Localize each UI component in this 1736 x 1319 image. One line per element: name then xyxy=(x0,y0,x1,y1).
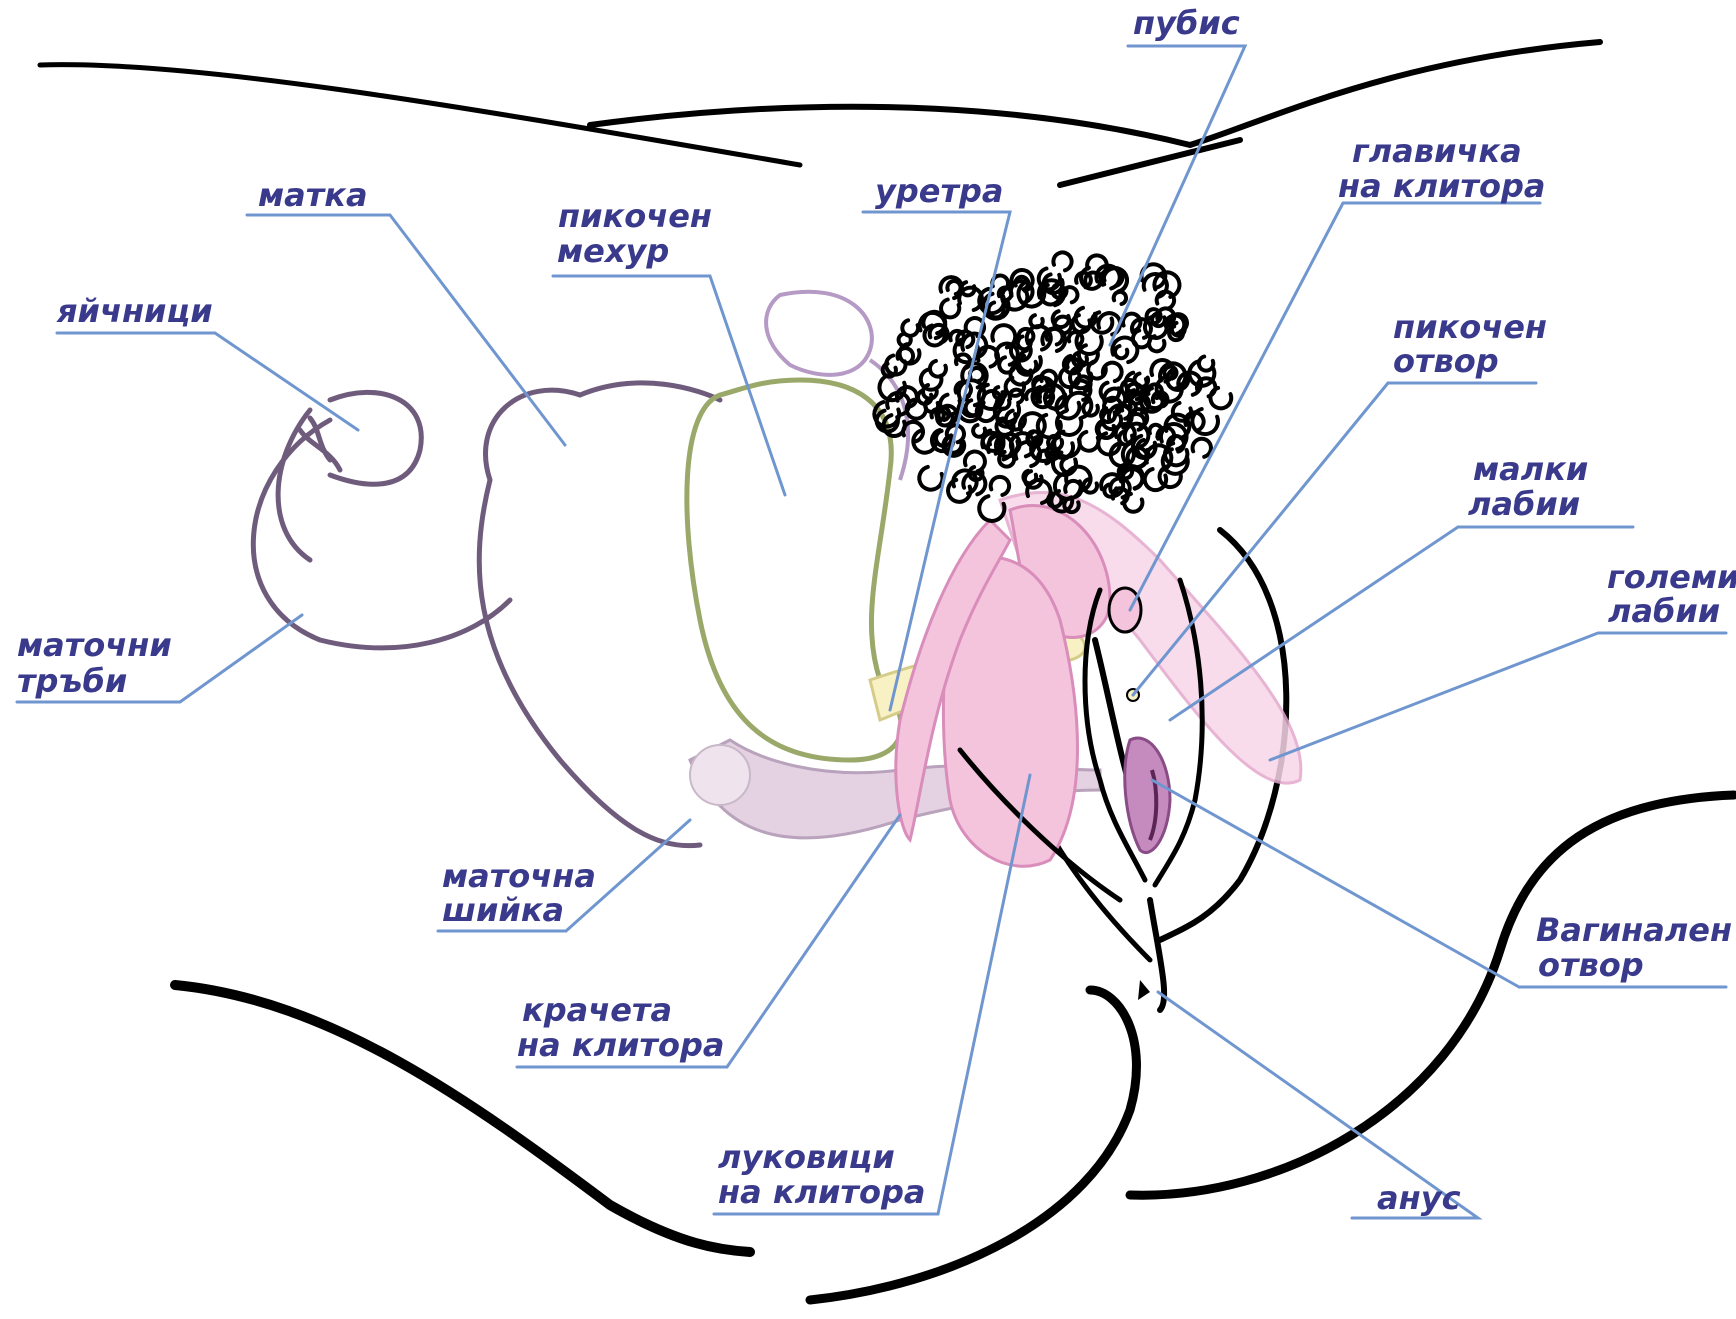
label-fallopian-tubes: маточни xyxy=(17,626,172,664)
hair-curl xyxy=(991,477,1009,495)
hair-curl xyxy=(1210,388,1231,408)
hair-curl xyxy=(1199,357,1213,371)
label-urethral-opening: пикочен xyxy=(1393,308,1547,346)
label-cervix-2: шийка xyxy=(442,891,564,929)
label-labia-minora: малки xyxy=(1473,450,1588,488)
hair-curl xyxy=(1053,252,1071,270)
hair-curl xyxy=(948,480,970,502)
label-glans-2: на клитора xyxy=(1338,167,1545,205)
label-urethral-opening-2: отвор xyxy=(1393,342,1499,380)
hair-curl xyxy=(1115,346,1127,358)
label-labia-minora-2: лабии xyxy=(1468,485,1580,523)
leader-pubis xyxy=(1110,46,1245,345)
hair-curl xyxy=(1079,432,1098,451)
hair-curl xyxy=(1193,439,1211,457)
body-outline xyxy=(40,42,1734,1300)
label-crura: крачета xyxy=(522,991,672,1029)
hair-curl xyxy=(947,281,960,294)
leader-labia-majora xyxy=(1270,633,1726,760)
label-bladder: пикочен xyxy=(558,197,712,235)
label-fallopian-tubes-2: тръби xyxy=(17,662,127,700)
label-cervix: маточна xyxy=(442,857,596,895)
uterus-and-tubes xyxy=(253,383,720,846)
label-vaginal-opening-2: отвор xyxy=(1538,946,1644,984)
pubic-hair xyxy=(874,252,1231,520)
label-glans: главичка xyxy=(1352,132,1522,170)
leader-ovaries xyxy=(57,333,358,430)
hair-curl xyxy=(1145,469,1166,490)
label-pubis: пубис xyxy=(1133,4,1240,42)
label-urethra: уретра xyxy=(875,172,1004,210)
label-bladder-2: мехур xyxy=(557,232,669,270)
hair-curl xyxy=(930,361,946,377)
leader-glans xyxy=(1130,203,1540,610)
bladder xyxy=(687,380,901,760)
label-crura-2: на клитора xyxy=(517,1026,724,1064)
leader-uterus xyxy=(247,215,565,445)
label-anus: анус xyxy=(1377,1179,1461,1217)
hair-curl xyxy=(919,467,942,490)
label-labia-majora: големи xyxy=(1607,558,1736,596)
label-ovaries: яйчници xyxy=(56,292,213,330)
label-bulbs: луковици xyxy=(718,1138,895,1176)
label-vaginal-opening: Вагинален xyxy=(1536,911,1732,949)
label-bulbs-2: на клитора xyxy=(718,1173,925,1211)
label-uterus: матка xyxy=(258,176,368,214)
label-labia-majora-2: лабии xyxy=(1608,592,1720,630)
